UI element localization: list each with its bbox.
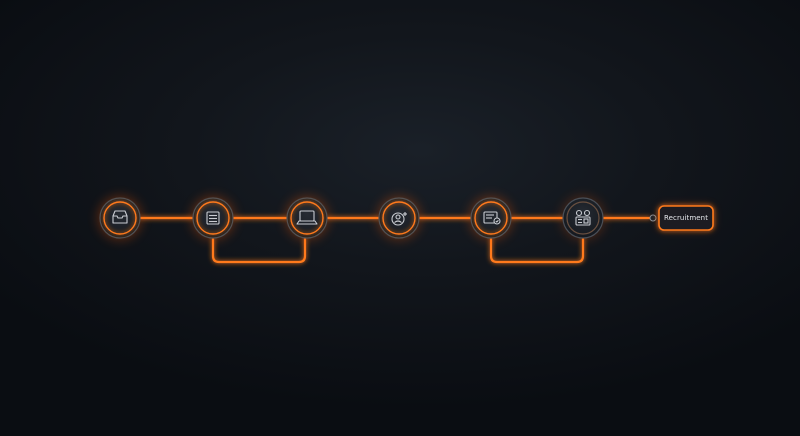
end-label-text: Recruitment — [663, 214, 709, 222]
loop-connector-5-6 — [489, 236, 585, 264]
node-1[interactable] — [97, 195, 143, 241]
inbox-tray-icon — [112, 210, 128, 224]
node-2[interactable] — [190, 195, 236, 241]
connector-lines — [138, 216, 652, 264]
node-4[interactable] — [376, 195, 422, 241]
node-6[interactable] — [560, 195, 606, 241]
document-list-icon — [206, 211, 220, 225]
laptop-icon — [296, 210, 318, 225]
team-users-icon — [575, 209, 591, 226]
loop-connector-2-3 — [211, 236, 307, 264]
end-label-box[interactable] — [658, 205, 714, 231]
node-3[interactable] — [284, 195, 330, 241]
node-5[interactable] — [468, 195, 514, 241]
document-check-icon — [483, 211, 501, 225]
user-add-icon — [391, 212, 407, 226]
end-connector-dot — [649, 214, 657, 222]
